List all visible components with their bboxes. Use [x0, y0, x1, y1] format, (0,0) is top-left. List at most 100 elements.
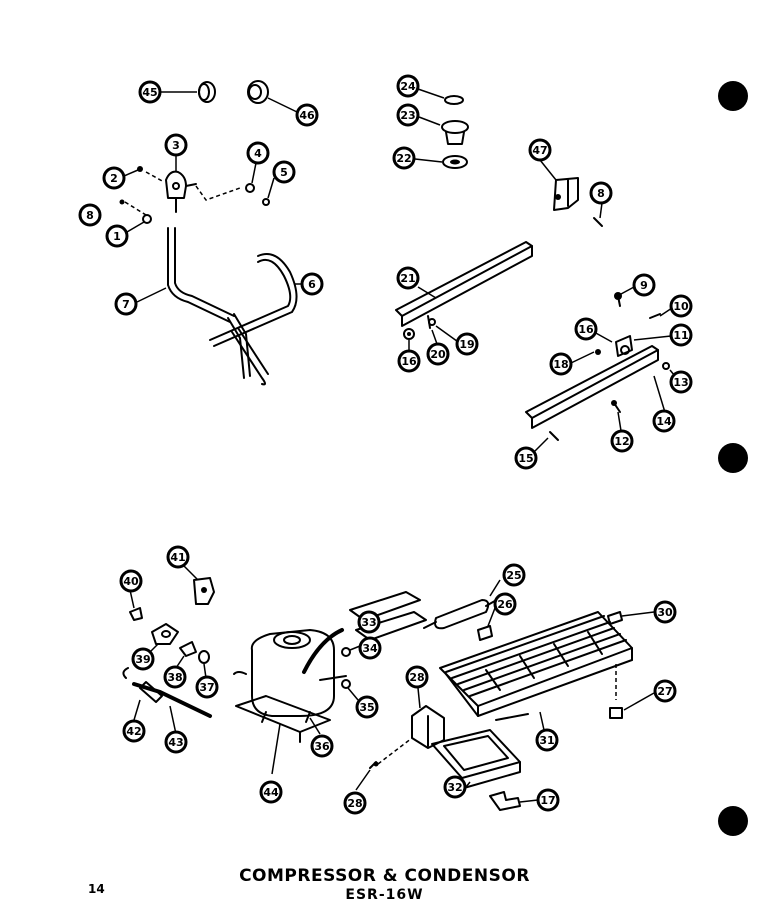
bracket-47-part — [553, 177, 603, 227]
svg-text:3: 3 — [172, 139, 180, 152]
svg-text:18: 18 — [553, 358, 568, 371]
svg-text:16: 16 — [401, 355, 417, 368]
condenser-coil-part — [439, 611, 633, 721]
svg-text:45: 45 — [142, 86, 157, 99]
svg-text:33: 33 — [361, 616, 376, 629]
svg-text:30: 30 — [657, 606, 673, 619]
svg-text:36: 36 — [314, 740, 330, 753]
rail-21-part — [395, 241, 533, 340]
binder-hole-top — [718, 81, 748, 111]
callout-7: 7 — [114, 292, 138, 316]
svg-text:5: 5 — [280, 166, 288, 179]
callout-40: 40 — [119, 569, 143, 593]
svg-text:47: 47 — [532, 144, 547, 157]
svg-text:1: 1 — [113, 230, 121, 243]
callout-28-bottom: 28 — [343, 791, 367, 815]
svg-text:2: 2 — [110, 172, 118, 185]
callout-30: 30 — [653, 600, 677, 624]
callout-24: 24 — [396, 74, 420, 98]
callout-6: 6 — [300, 272, 324, 296]
svg-text:28: 28 — [409, 671, 424, 684]
svg-text:4: 4 — [254, 147, 262, 160]
callout-43: 43 — [164, 730, 188, 754]
svg-text:25: 25 — [506, 569, 521, 582]
callout-8-right: 8 — [589, 181, 613, 205]
svg-text:11: 11 — [673, 329, 688, 342]
callout-18: 18 — [549, 352, 573, 376]
svg-text:13: 13 — [673, 376, 688, 389]
callout-34: 34 — [358, 636, 382, 660]
callout-23: 23 — [396, 103, 420, 127]
compressor-part — [233, 628, 347, 743]
callout-15: 15 — [514, 446, 538, 470]
grommet-46-part — [247, 80, 269, 104]
callout-37: 37 — [195, 675, 219, 699]
svg-text:20: 20 — [430, 348, 446, 361]
callout-27: 27 — [653, 679, 677, 703]
callout-31: 31 — [535, 728, 559, 752]
svg-text:42: 42 — [126, 725, 141, 738]
callout-47: 47 — [528, 138, 552, 162]
callout-46: 46 — [295, 103, 319, 127]
diagram-title: COMPRESSOR & CONDENSOR — [239, 866, 530, 886]
drain-tube-part — [167, 227, 298, 386]
callout-16-left: 16 — [397, 349, 421, 373]
callout-32: 32 — [443, 775, 467, 799]
svg-text:28: 28 — [347, 797, 362, 810]
callout-33: 33 — [357, 610, 381, 634]
svg-text:35: 35 — [359, 701, 374, 714]
callout-9: 9 — [632, 273, 656, 297]
callout-5: 5 — [272, 160, 296, 184]
svg-text:22: 22 — [396, 152, 411, 165]
svg-text:46: 46 — [299, 109, 315, 122]
callout-12: 12 — [610, 429, 634, 453]
callout-26: 26 — [493, 592, 517, 616]
svg-text:34: 34 — [362, 642, 378, 655]
svg-text:40: 40 — [123, 575, 139, 588]
callout-22: 22 — [392, 146, 416, 170]
svg-text:31: 31 — [539, 734, 554, 747]
svg-text:41: 41 — [170, 551, 185, 564]
callout-19: 19 — [455, 332, 479, 356]
model-number: ESR-16W — [345, 887, 424, 903]
svg-text:19: 19 — [459, 338, 474, 351]
callout-42: 42 — [122, 719, 146, 743]
callout-21: 21 — [396, 266, 420, 290]
svg-text:14: 14 — [656, 415, 672, 428]
callout-38: 38 — [163, 665, 187, 689]
svg-text:24: 24 — [400, 80, 416, 93]
svg-text:8: 8 — [86, 209, 94, 222]
svg-text:21: 21 — [400, 272, 415, 285]
svg-text:6: 6 — [308, 278, 316, 291]
callout-41: 41 — [166, 545, 190, 569]
grommet-45-part — [198, 81, 216, 103]
svg-text:39: 39 — [135, 653, 150, 666]
svg-text:37: 37 — [199, 681, 214, 694]
relay-cover-part — [151, 623, 179, 645]
svg-text:7: 7 — [122, 298, 130, 311]
svg-text:27: 27 — [657, 685, 672, 698]
svg-text:26: 26 — [497, 598, 513, 611]
callout-14: 14 — [652, 409, 676, 433]
callout-35: 35 — [355, 695, 379, 719]
callout-17: 17 — [536, 788, 560, 812]
binder-hole-bottom — [718, 806, 748, 836]
spout-part — [441, 95, 469, 169]
rail-14-part — [525, 292, 670, 441]
callout-3: 3 — [164, 133, 188, 157]
callout-20: 20 — [426, 342, 450, 366]
page-number: 14 — [88, 882, 105, 896]
power-cord-part — [122, 667, 212, 718]
svg-text:10: 10 — [673, 300, 689, 313]
drain-tray-part — [431, 729, 521, 789]
svg-text:15: 15 — [518, 452, 533, 465]
svg-text:32: 32 — [447, 781, 462, 794]
svg-text:16: 16 — [578, 323, 594, 336]
svg-text:38: 38 — [167, 671, 182, 684]
svg-text:44: 44 — [263, 786, 279, 799]
callout-8-left: 8 — [78, 203, 102, 227]
binder-hole-middle — [718, 443, 748, 473]
callout-11: 11 — [669, 323, 693, 347]
svg-text:17: 17 — [540, 794, 555, 807]
